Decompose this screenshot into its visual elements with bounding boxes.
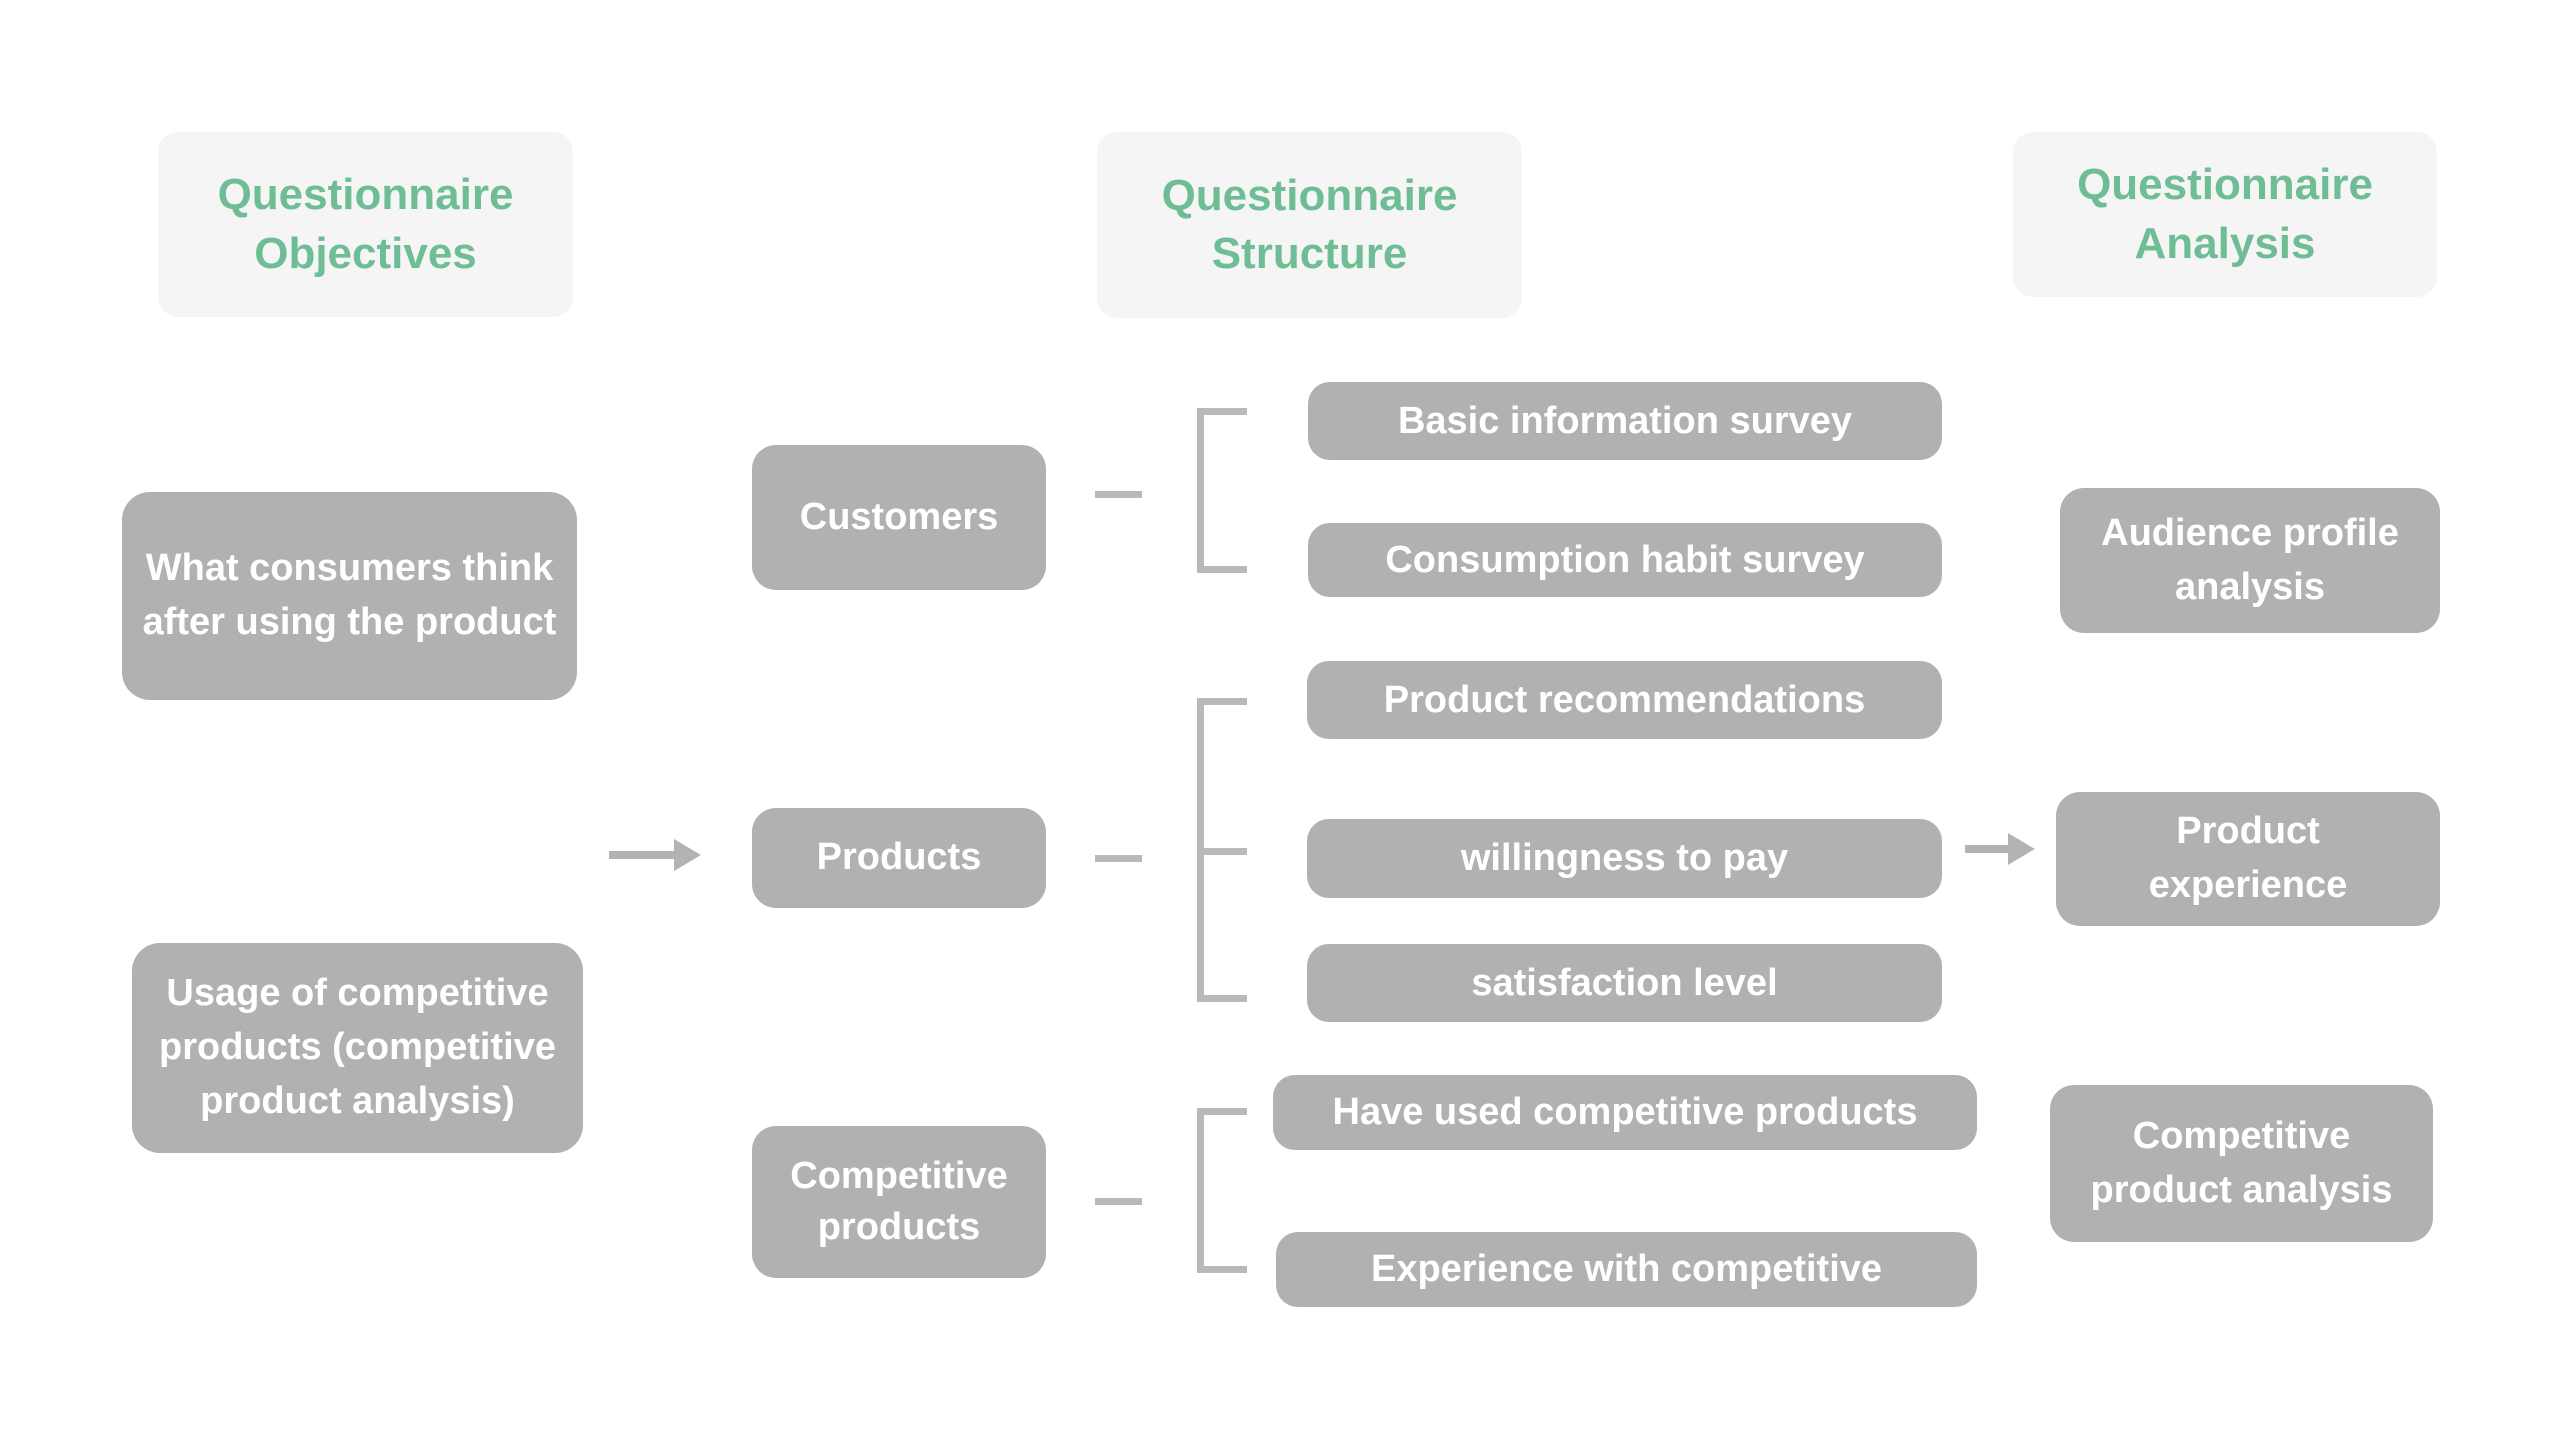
structure-to-analysis-arrow-head — [2008, 833, 2035, 865]
competitive-bracket-arm-bottom — [1197, 1266, 1247, 1273]
item-box-basic-information-survey: Basic information survey — [1308, 382, 1942, 460]
item-box-willingness-to-pay: willingness to pay — [1307, 819, 1942, 898]
customers-bracket-vertical — [1197, 408, 1204, 573]
objective-box-consumer-opinion: What consumers think after using the pro… — [122, 492, 577, 700]
competitive-bracket-vertical — [1197, 1108, 1204, 1273]
products-bracket-arm-top — [1197, 698, 1247, 705]
products-bracket-arm-bottom — [1197, 995, 1247, 1002]
header-questionnaire-structure: Questionnaire Structure — [1097, 132, 1522, 318]
group-box-products: Products — [752, 808, 1046, 908]
item-box-satisfaction-level: satisfaction level — [1307, 944, 1942, 1022]
competitive-dash-connector — [1095, 1198, 1142, 1205]
header-questionnaire-objectives: Questionnaire Objectives — [158, 132, 573, 317]
customers-dash-connector — [1095, 491, 1142, 498]
customers-bracket-arm-top — [1197, 408, 1247, 415]
products-bracket-arm-middle — [1197, 848, 1247, 855]
products-dash-connector — [1095, 855, 1142, 862]
item-box-experience-with-competitive: Experience with competitive — [1276, 1232, 1977, 1307]
header-questionnaire-analysis: Questionnaire Analysis — [2013, 132, 2437, 297]
group-box-competitive-products: Competitive products — [752, 1126, 1046, 1278]
item-box-product-recommendations: Product recommendations — [1307, 661, 1942, 739]
structure-to-analysis-arrow-shaft — [1965, 845, 2009, 853]
item-box-consumption-habit-survey: Consumption habit survey — [1308, 523, 1942, 597]
analysis-box-product-experience: Product experience — [2056, 792, 2440, 926]
objectives-to-products-arrow-head — [674, 839, 701, 871]
objectives-to-products-arrow-shaft — [609, 851, 675, 859]
analysis-box-audience-profile: Audience profile analysis — [2060, 488, 2440, 633]
competitive-bracket-arm-top — [1197, 1108, 1247, 1115]
item-box-have-used-competitive-products: Have used competitive products — [1273, 1075, 1977, 1150]
analysis-box-competitive-product-analysis: Competitive product analysis — [2050, 1085, 2433, 1242]
group-box-customers: Customers — [752, 445, 1046, 590]
objective-box-competitive-usage: Usage of competitive products (competiti… — [132, 943, 583, 1153]
customers-bracket-arm-bottom — [1197, 566, 1247, 573]
